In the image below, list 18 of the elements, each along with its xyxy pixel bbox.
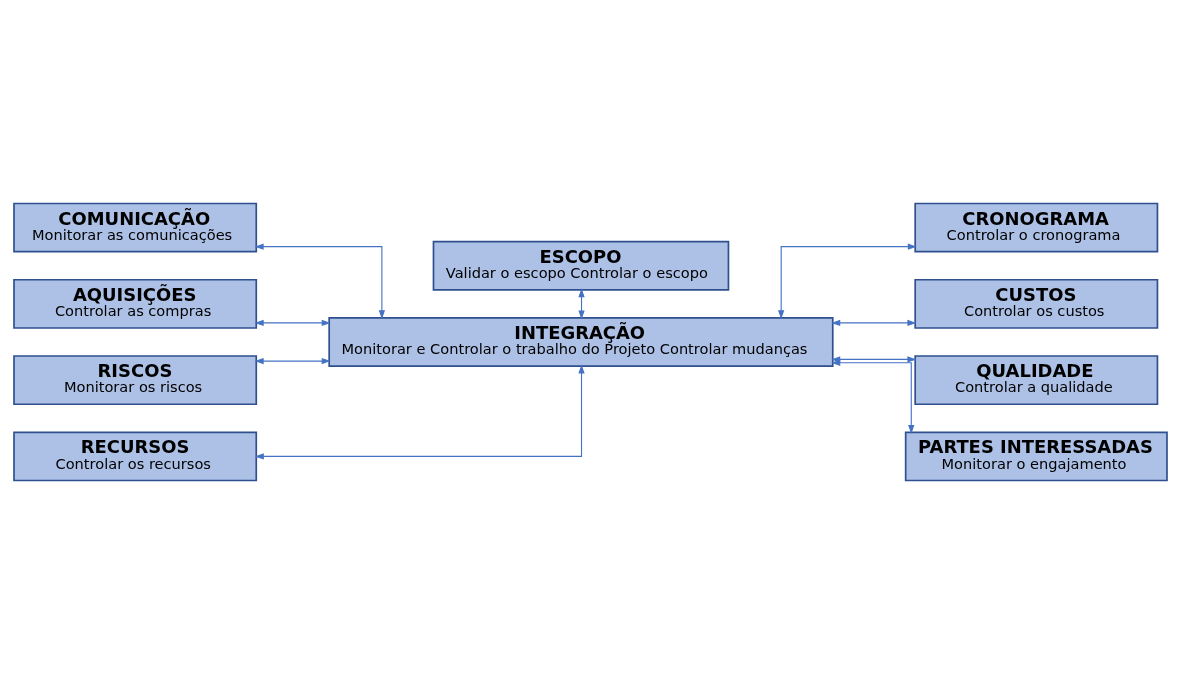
arrow [778, 243, 917, 320]
arrow [831, 319, 917, 327]
node-box: INTEGRAÇÃO Monitorar e Controlar o trabalho do Projeto Controlar mudanças [328, 317, 834, 367]
node-box: CUSTOS Controlar os custos [914, 278, 1159, 329]
node-box: QUALIDADE Controlar a qualidade [914, 355, 1159, 406]
node-box: ESCOPO Validar o escopo Controlar o escopo [432, 240, 730, 291]
arrow [831, 356, 917, 363]
node-box: COMUNICAÇÃO Monitorar as comunicações [13, 202, 258, 253]
arrow [254, 243, 386, 320]
node-box: RECURSOS Controlar os recursos [13, 431, 258, 482]
node-box: CRONOGRAMA Controlar o cronograma [914, 202, 1159, 253]
node-box: RISCOS Monitorar os riscos [13, 355, 258, 406]
arrow [254, 364, 585, 460]
node-box: PARTES INTERESSADAS Monitorar o engajamento [904, 431, 1168, 482]
arrow [831, 359, 915, 434]
arrow [254, 357, 331, 365]
arrow [254, 319, 331, 327]
node-box: AQUISIÇÕES Controlar as compras [13, 278, 258, 329]
